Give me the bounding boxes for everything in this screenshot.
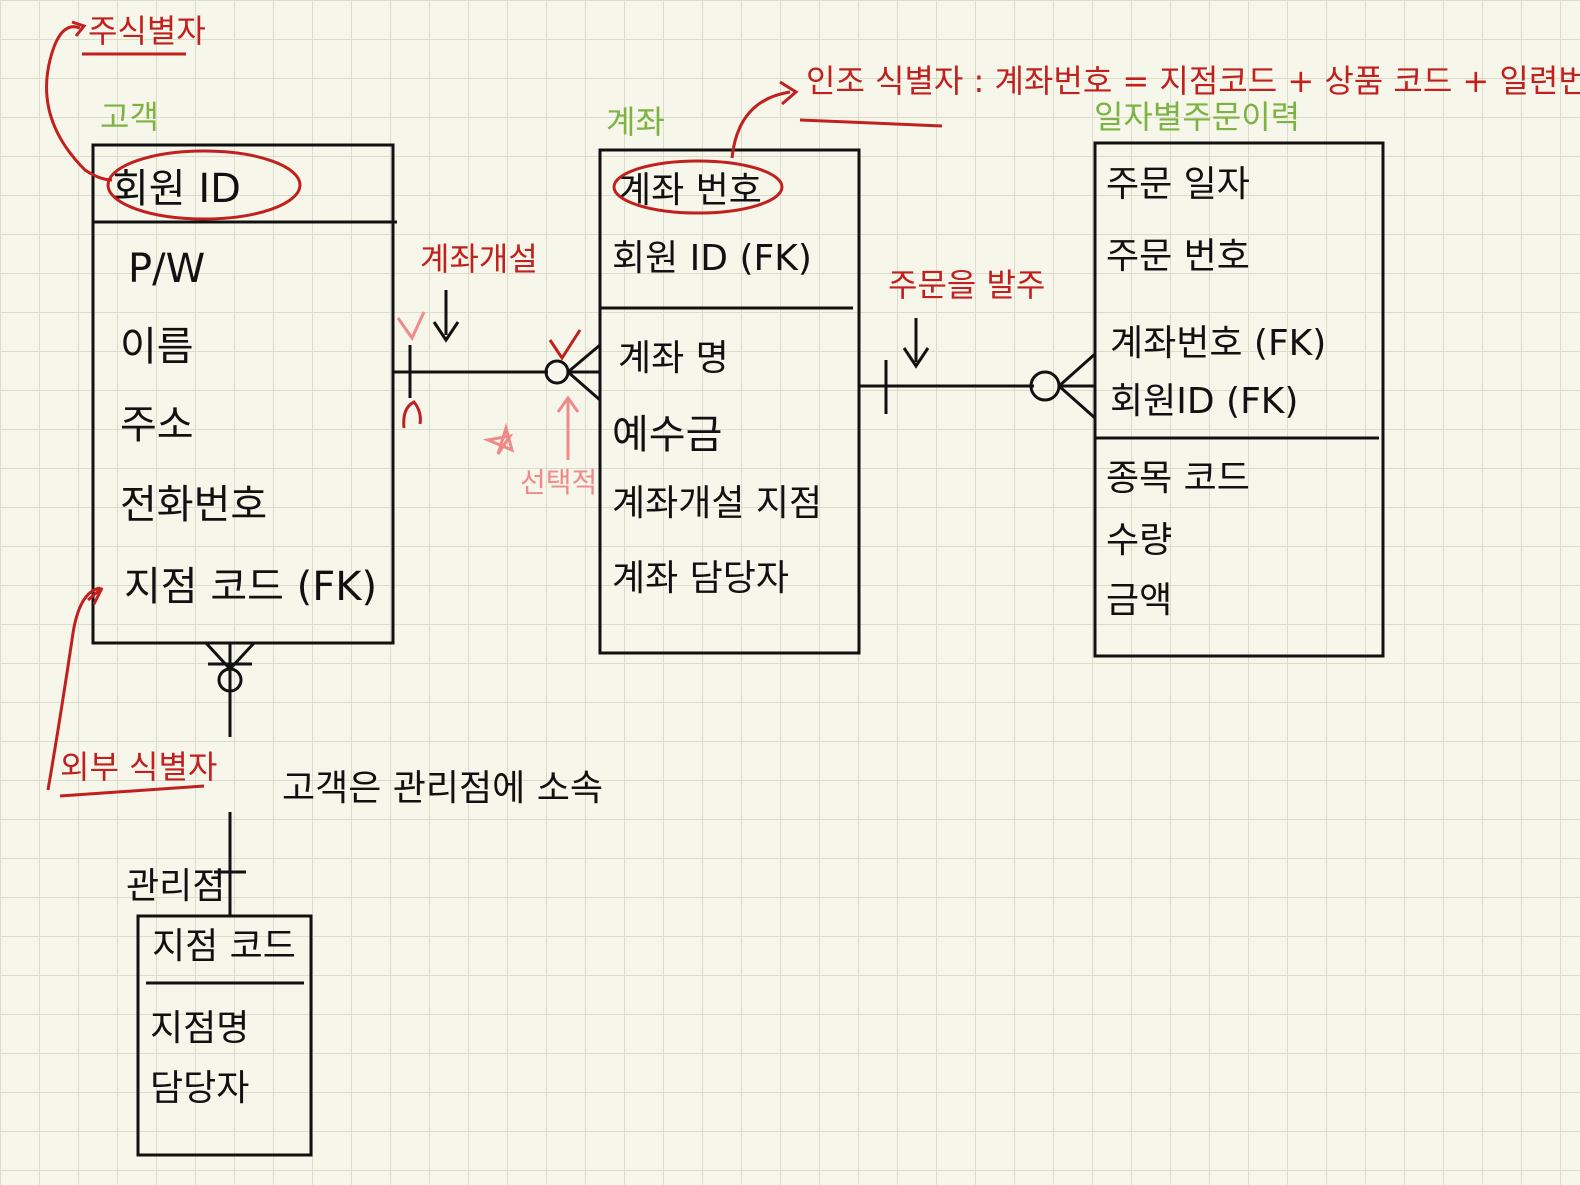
order-attr-amount: 금액 bbox=[1106, 580, 1172, 621]
open-account-arrow bbox=[432, 290, 460, 343]
customer-attr-branch-code-fk: 지점 코드 (FK) bbox=[124, 564, 377, 610]
order-optional-circle bbox=[1029, 370, 1061, 402]
account-attr-deposit: 예수금 bbox=[612, 412, 722, 458]
order-history-entity: 일자별주문이력 주문 일자 주문 번호 계좌번호 (FK) 회원ID (FK) … bbox=[1093, 98, 1385, 658]
customer-attr-name: 이름 bbox=[120, 324, 194, 370]
account-entity: 계좌 계좌 번호 회원 ID (FK) 계좌 명 예수금 계좌개설 지점 계좌 … bbox=[598, 103, 861, 655]
belongs-note: 고객은 관리점에 소속 bbox=[282, 768, 603, 809]
order-history-entity-box bbox=[1093, 141, 1385, 658]
artificial-identifier-underline bbox=[799, 118, 943, 128]
order-key-account-number-fk: 계좌번호 (FK) bbox=[1110, 323, 1326, 364]
foreign-identifier-arrow bbox=[46, 586, 101, 791]
account-optional-circle bbox=[544, 359, 570, 385]
artificial-identifier-arrow bbox=[730, 90, 791, 159]
place-order-arrow bbox=[902, 318, 930, 369]
account-crowfoot-upper bbox=[567, 343, 601, 374]
artificial-identifier-label: 인조 식별자 : 계좌번호 = 지점코드 + 상품 코드 + 일련번호 bbox=[806, 62, 1580, 100]
branch-entity: 관리점 지점 코드 지점명 담당자 bbox=[126, 866, 313, 1157]
relationship-customer-branch: 고객은 관리점에 소속 bbox=[204, 641, 603, 916]
artificial-identifier-annotation: 인조 식별자 : 계좌번호 = 지점코드 + 상품 코드 + 일련번호 bbox=[730, 62, 1580, 159]
order-key-order-date: 주문 일자 bbox=[1106, 164, 1250, 205]
customer-attr-address: 주소 bbox=[120, 402, 194, 448]
foreign-identifier-label: 외부 식별자 bbox=[60, 748, 217, 786]
check-mark-customer-side bbox=[396, 311, 426, 341]
account-attr-manager: 계좌 담당자 bbox=[612, 558, 789, 599]
primary-key-circle bbox=[106, 149, 302, 221]
customer-entity-title: 고객 bbox=[100, 98, 159, 136]
account-attr-account-name: 계좌 명 bbox=[618, 338, 729, 379]
order-crowfoot-lower bbox=[1058, 384, 1096, 420]
account-entity-title: 계좌 bbox=[606, 103, 665, 141]
account-entity-box bbox=[598, 148, 861, 655]
branch-key-branch-code: 지점 코드 bbox=[152, 926, 296, 967]
relationship-customer-account: 계좌개설 선택적 bbox=[393, 240, 601, 499]
order-crowfoot-upper bbox=[1058, 352, 1096, 388]
branch-entity-label: 관리점 bbox=[126, 866, 225, 907]
customer-entity: 고객 회원 ID P/W 이름 주소 전화번호 지점 코드 (FK) bbox=[91, 98, 397, 645]
customer-entity-box bbox=[91, 143, 395, 645]
order-attr-stock-code: 종목 코드 bbox=[1106, 458, 1250, 499]
optional-label: 선택적 bbox=[520, 466, 597, 499]
optional-arrow bbox=[556, 395, 580, 460]
account-attr-open-branch: 계좌개설 지점 bbox=[612, 483, 822, 524]
customer-side-red-mark bbox=[402, 400, 422, 429]
foreign-identifier-arrow-head bbox=[87, 586, 104, 605]
branch-attr-manager: 담당자 bbox=[150, 1068, 249, 1109]
primary-identifier-annotation: 주식별자 bbox=[45, 12, 206, 182]
foreign-identifier-annotation: 외부 식별자 bbox=[46, 586, 217, 798]
customer-attr-phone: 전화번호 bbox=[120, 482, 267, 528]
artificial-key-circle bbox=[612, 159, 784, 215]
customer-key-member-id: 회원 ID bbox=[112, 166, 241, 212]
foreign-identifier-underline bbox=[59, 784, 205, 798]
place-order-label: 주문을 발주 bbox=[888, 266, 1045, 304]
branch-attr-branch-name: 지점명 bbox=[150, 1008, 249, 1049]
open-account-label: 계좌개설 bbox=[420, 240, 538, 278]
order-key-order-number: 주문 번호 bbox=[1106, 236, 1250, 277]
account-key-account-number: 계좌 번호 bbox=[618, 170, 762, 211]
account-key-member-id-fk: 회원 ID (FK) bbox=[612, 238, 812, 279]
branch-entity-box bbox=[136, 914, 313, 1157]
order-history-entity-title: 일자별주문이력 bbox=[1094, 98, 1300, 136]
order-key-member-id-fk: 회원ID (FK) bbox=[1110, 381, 1298, 422]
primary-identifier-arrow bbox=[45, 25, 113, 182]
check-mark-account-side bbox=[548, 329, 582, 361]
artificial-identifier-arrow-head bbox=[779, 80, 799, 106]
customer-attr-pw: P/W bbox=[128, 246, 205, 292]
primary-identifier-arrow-head bbox=[71, 20, 87, 37]
primary-identifier-label: 주식별자 bbox=[88, 12, 206, 50]
account-crowfoot-lower bbox=[567, 370, 601, 402]
star-icon bbox=[482, 422, 515, 455]
order-attr-quantity: 수량 bbox=[1106, 520, 1172, 561]
relationship-account-order: 주문을 발주 bbox=[859, 266, 1096, 420]
